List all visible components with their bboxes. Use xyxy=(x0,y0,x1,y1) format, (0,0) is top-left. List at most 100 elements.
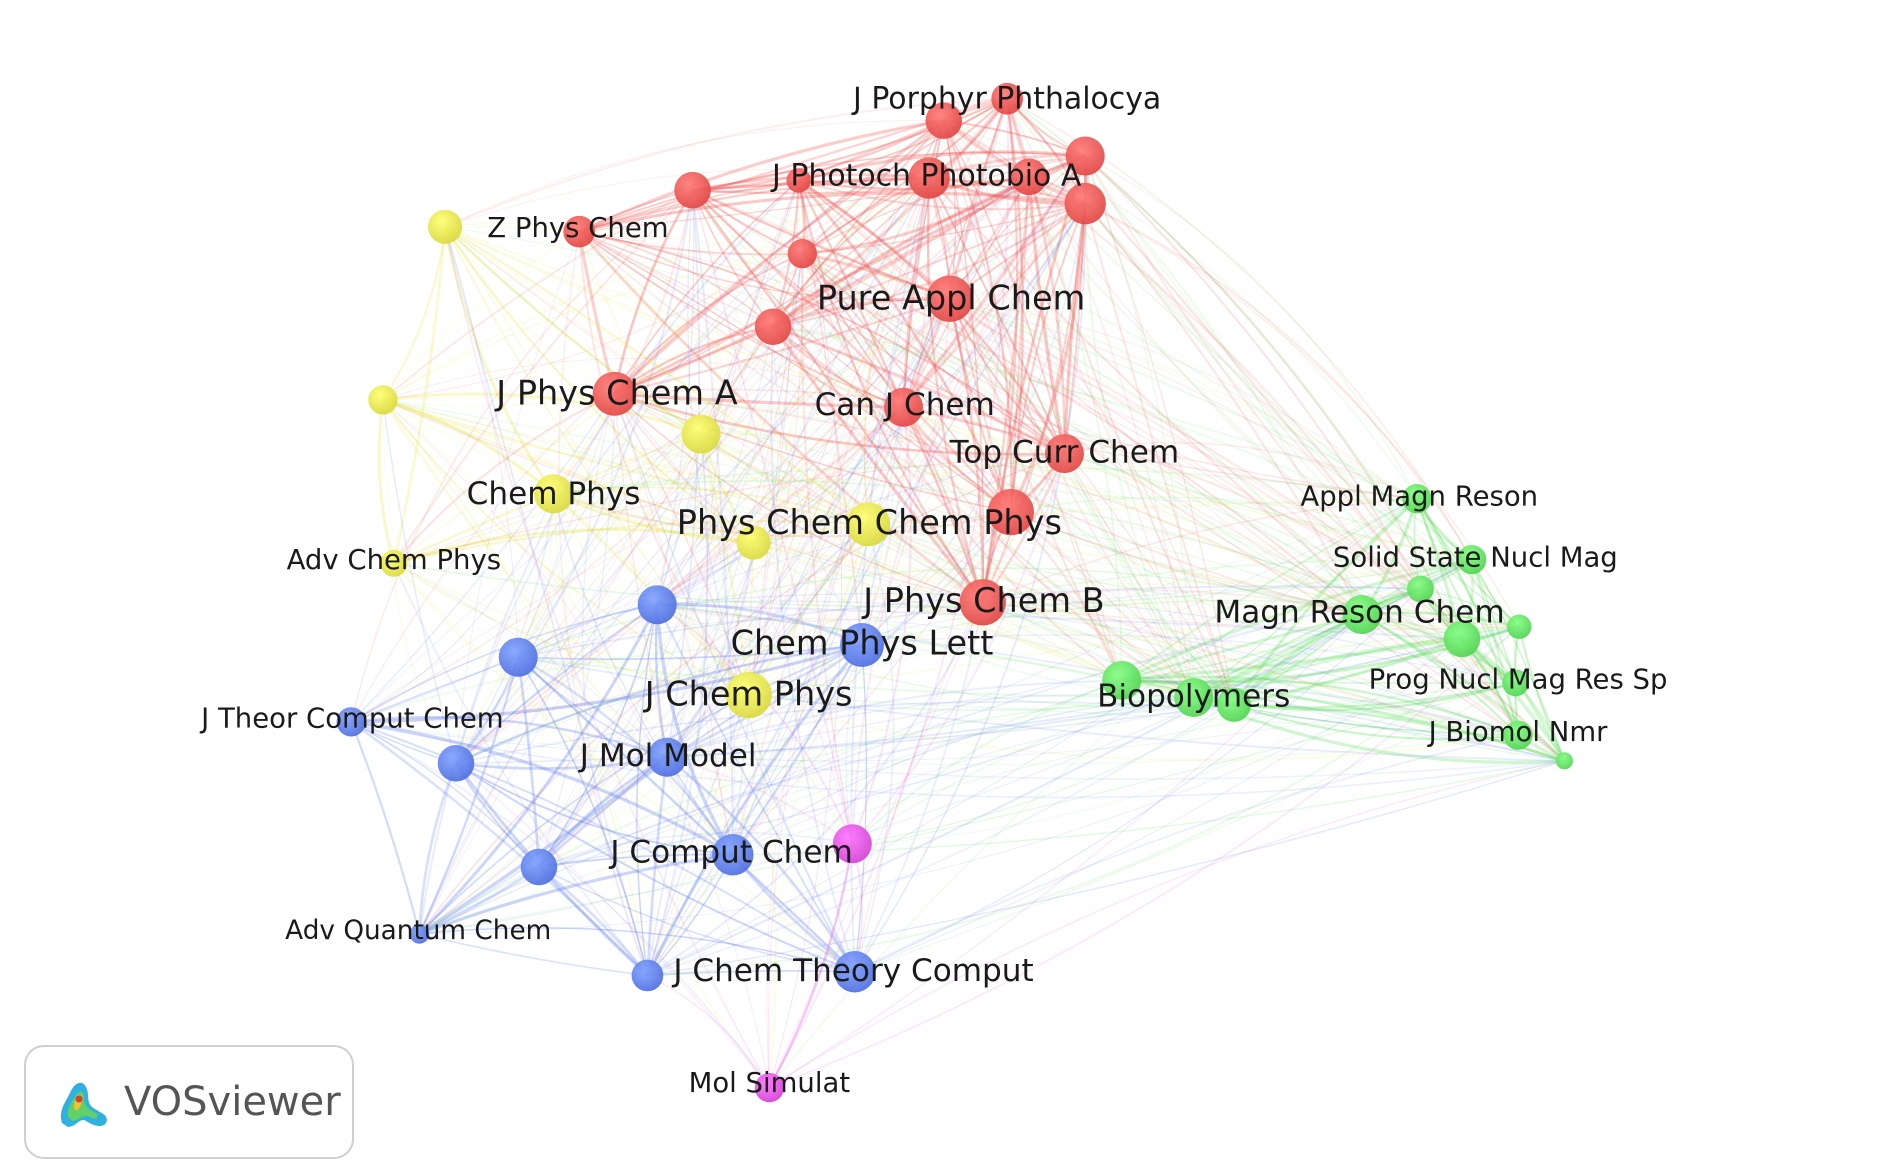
node-label-j-biomol-nmr[interactable]: J Biomol Nmr xyxy=(1427,716,1609,748)
network-link xyxy=(350,493,555,723)
node-red-f[interactable] xyxy=(786,168,811,193)
node-grn-c[interactable] xyxy=(1407,575,1434,603)
node-j-mol-model[interactable] xyxy=(647,737,687,777)
node-label-adv-quantum-chem[interactable]: Adv Quantum Chem xyxy=(285,916,551,946)
node-top-curr-chem[interactable] xyxy=(1044,434,1084,474)
node-label-j-phys-chem-b[interactable]: J Phys Chem B xyxy=(861,581,1104,620)
network-link xyxy=(578,176,930,233)
node-red-h[interactable] xyxy=(754,308,792,346)
network-link xyxy=(1419,587,1520,736)
node-label-j-phys-chem-a[interactable]: J Phys Chem A xyxy=(494,374,737,413)
node-label-j-theor-comput-chem[interactable]: J Theor Comput Chem xyxy=(199,702,503,734)
node-label-pure-appl-chem[interactable]: Pure Appl Chem xyxy=(817,278,1085,317)
network-link xyxy=(1193,613,1363,699)
node-phys-chem-chem-phys[interactable] xyxy=(846,502,891,547)
node-blue-c[interactable] xyxy=(437,744,475,782)
node-grn-a[interactable] xyxy=(1102,660,1142,700)
node-grn-b[interactable] xyxy=(1216,687,1251,722)
node-mol-simulat[interactable] xyxy=(754,1072,785,1103)
node-j-comput-chem[interactable] xyxy=(712,833,754,876)
network-link xyxy=(646,694,750,976)
network-link xyxy=(538,203,1086,868)
network-link xyxy=(1084,203,1195,698)
network-link xyxy=(1028,176,1473,561)
node-red-c[interactable] xyxy=(1010,158,1048,196)
node-label-j-porphyr-phthalocya[interactable]: J Porphyr Phthalocya xyxy=(851,81,1161,116)
network-link xyxy=(1028,176,1235,706)
node-red-a[interactable] xyxy=(925,102,963,139)
node-red-b[interactable] xyxy=(1065,136,1105,176)
node-yel-d[interactable] xyxy=(736,525,771,560)
node-yel-b[interactable] xyxy=(368,385,398,415)
node-j-theor-comput-chem[interactable] xyxy=(336,707,366,737)
node-magn-reson-chem[interactable] xyxy=(1342,595,1382,635)
network-link xyxy=(768,843,854,1089)
node-blue-e[interactable] xyxy=(631,959,664,992)
node-biopolymers[interactable] xyxy=(1174,677,1214,717)
node-grn-e[interactable] xyxy=(1507,614,1532,639)
node-adv-quantum-chem[interactable] xyxy=(409,924,430,944)
node-z-phys-chem[interactable] xyxy=(563,215,596,248)
node-j-biomol-nmr[interactable] xyxy=(1503,720,1533,750)
node-adv-chem-phys[interactable] xyxy=(380,549,408,577)
network-link xyxy=(552,493,770,1088)
node-label-magn-reson-chem[interactable]: Magn Reson Chem xyxy=(1214,594,1504,630)
network-link xyxy=(455,190,694,764)
network-link xyxy=(1193,637,1463,699)
network-link xyxy=(666,704,1234,758)
network-link xyxy=(350,721,770,1088)
node-j-phys-chem-b[interactable] xyxy=(959,579,1006,626)
node-can-j-chem[interactable] xyxy=(883,387,924,427)
network-link xyxy=(691,189,1065,455)
network-link xyxy=(418,179,800,935)
node-grn-f[interactable] xyxy=(1555,752,1573,770)
node-label-j-mol-model[interactable]: J Mol Model xyxy=(578,738,757,774)
node-yel-a[interactable] xyxy=(427,209,463,244)
network-link xyxy=(1084,202,1363,616)
network-link xyxy=(772,326,863,646)
node-chem-phys[interactable] xyxy=(534,474,574,514)
network-link xyxy=(444,226,734,855)
node-label-top-curr-chem[interactable]: Top Curr Chem xyxy=(949,435,1180,471)
node-label-phys-chem-chem-phys[interactable]: Phys Chem Chem Phys xyxy=(677,503,1062,542)
node-blue-a[interactable] xyxy=(637,585,677,625)
node-solid-state-nucl-mag[interactable] xyxy=(1457,545,1487,575)
node-blue-d[interactable] xyxy=(520,848,558,886)
node-label-j-chem-phys[interactable]: J Chem Phys xyxy=(643,675,853,714)
network-link xyxy=(418,604,659,936)
node-blue-b[interactable] xyxy=(498,637,538,677)
node-label-can-j-chem[interactable]: Can J Chem xyxy=(815,387,995,423)
node-red-g[interactable] xyxy=(787,238,817,269)
node-label-z-phys-chem[interactable]: Z Phys Chem xyxy=(487,212,668,244)
network-link xyxy=(552,493,854,845)
node-prog-nucl-mag-res-sp[interactable] xyxy=(1502,669,1529,697)
node-yel-c[interactable] xyxy=(681,414,721,454)
node-label-j-photoch-photobio-a[interactable]: J Photoch Photobio A xyxy=(770,158,1082,193)
node-label-biopolymers[interactable]: Biopolymers xyxy=(1097,678,1290,714)
node-j-photoch-photobio-a[interactable] xyxy=(908,157,950,199)
node-label-chem-phys-lett[interactable]: Chem Phys Lett xyxy=(731,624,994,663)
node-label-solid-state-nucl-mag[interactable]: Solid State Nucl Mag xyxy=(1333,541,1618,573)
node-red-i[interactable] xyxy=(987,488,1034,536)
node-j-phys-chem-a[interactable] xyxy=(592,371,637,416)
network-link xyxy=(538,493,555,867)
node-label-adv-chem-phys[interactable]: Adv Chem Phys xyxy=(287,544,502,576)
node-red-d[interactable] xyxy=(1064,182,1106,225)
node-label-appl-magn-reson[interactable]: Appl Magn Reson xyxy=(1300,480,1538,512)
node-appl-magn-reson[interactable] xyxy=(1402,484,1432,514)
node-label-mol-simulat[interactable]: Mol Simulat xyxy=(689,1067,851,1099)
node-j-porphyr-phthalocya[interactable] xyxy=(991,82,1023,115)
node-mag-a[interactable] xyxy=(832,824,872,864)
network-link xyxy=(1009,203,1087,513)
node-pure-appl-chem[interactable] xyxy=(926,275,973,322)
node-j-chem-phys[interactable] xyxy=(725,671,772,719)
node-label-j-comput-chem[interactable]: J Comput Chem xyxy=(608,835,852,871)
node-grn-d[interactable] xyxy=(1443,620,1481,658)
node-label-j-chem-theory-comput[interactable]: J Chem Theory Comput xyxy=(671,953,1033,989)
node-label-chem-phys[interactable]: Chem Phys xyxy=(467,476,641,512)
node-label-prog-nucl-mag-res-sp[interactable]: Prog Nucl Mag Res Sp xyxy=(1369,663,1668,695)
node-j-chem-theory-comput[interactable] xyxy=(833,951,876,993)
node-red-e[interactable] xyxy=(674,171,711,209)
node-chem-phys-lett[interactable] xyxy=(840,623,884,667)
